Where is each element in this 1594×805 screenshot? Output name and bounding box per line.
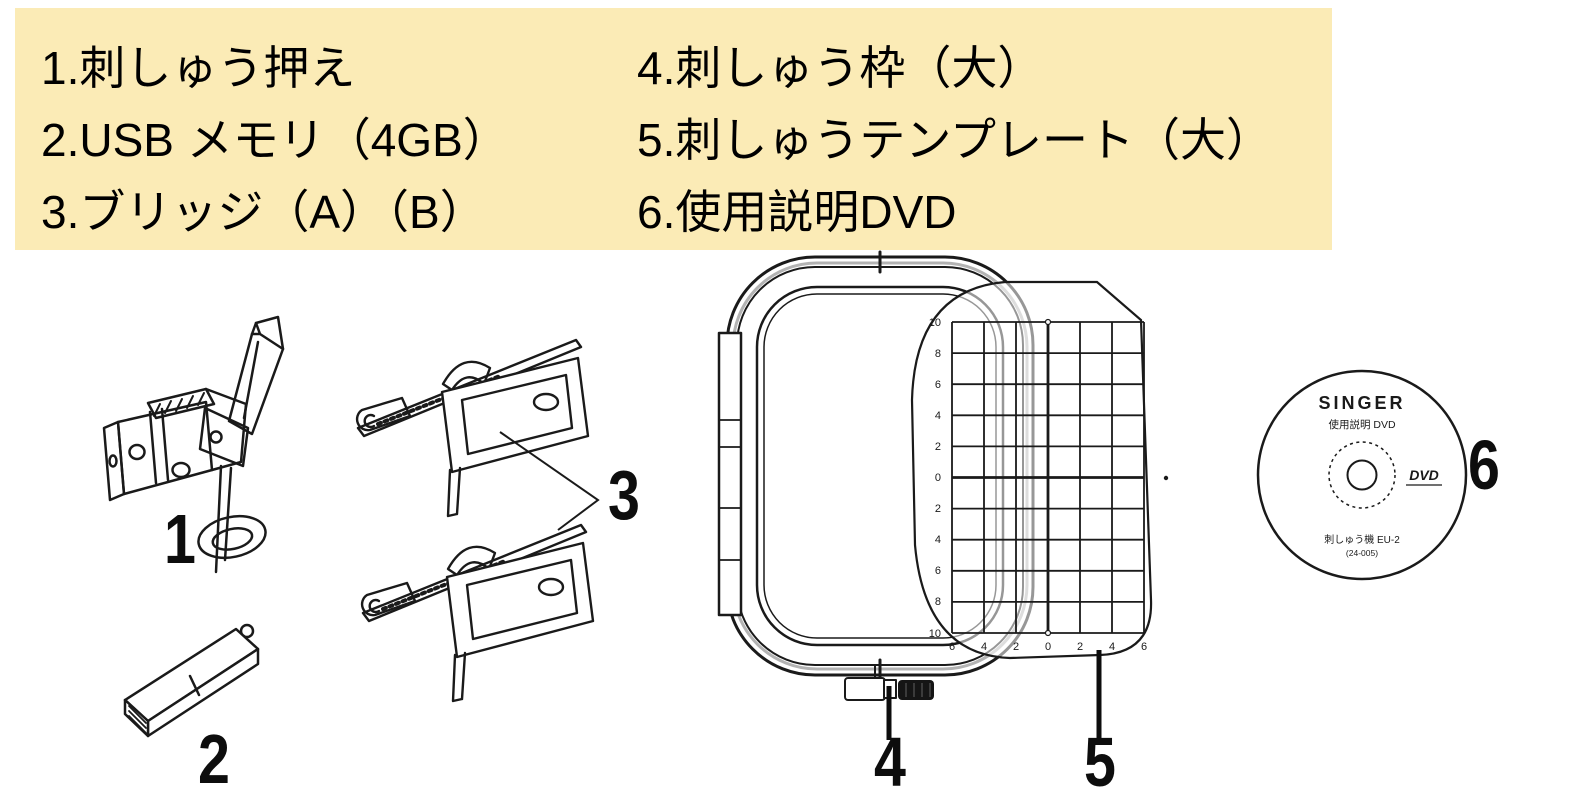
dvd-format-logo: DVD xyxy=(1409,467,1439,483)
scale-left-label: 6 xyxy=(935,379,941,391)
scale-left-label: 8 xyxy=(935,348,941,360)
embroidery-hoop-drawing xyxy=(717,250,1035,682)
scale-bottom-label: 6 xyxy=(1141,641,1147,653)
dvd-model-line2: (24-005) xyxy=(1346,548,1378,558)
accessory-legend-box: 1.刺しゅう押え 2.USB メモリ（4GB） 3.ブリッジ（A）（B） 4.刺… xyxy=(15,8,1332,250)
callout-number-4: 4 xyxy=(874,723,906,801)
legend-item-4: 4.刺しゅう枠（大） xyxy=(637,42,1044,94)
scale-bottom-label: 2 xyxy=(1077,641,1083,653)
hoop-screw-drawing xyxy=(844,664,934,701)
legend-item-2: 2.USB メモリ（4GB） xyxy=(41,114,509,166)
legend-item-1: 1.刺しゅう押え xyxy=(41,42,356,94)
template-sheet-drawing: 10 8 6 4 2 0 2 4 6 8 10 6 4 2 0 2 4 6 xyxy=(910,280,1169,660)
scale-left-label: 2 xyxy=(935,503,941,515)
template-scale-left: 10 8 6 4 2 0 2 4 6 8 10 xyxy=(929,317,941,640)
hoop-mount-bracket xyxy=(717,331,743,617)
scale-bottom-label: 4 xyxy=(1109,641,1115,653)
scale-left-label: 8 xyxy=(935,596,941,608)
callout-number-5: 5 xyxy=(1084,723,1116,801)
dvd-brand-text: SINGER xyxy=(1318,393,1405,413)
scale-bottom-label: 0 xyxy=(1045,641,1051,653)
scale-bottom-label: 2 xyxy=(1013,641,1019,653)
legend-column-right: 4.刺しゅう枠（大） 5.刺しゅうテンプレート（大） 6.使用説明DVD xyxy=(637,32,1272,248)
callout-number-1: 1 xyxy=(164,500,196,578)
legend-item-6: 6.使用説明DVD xyxy=(637,186,957,238)
usb-stick-drawing xyxy=(123,623,260,738)
scale-left-label: 2 xyxy=(935,441,941,453)
dvd-subtitle-text: 使用説明 DVD xyxy=(1328,418,1396,431)
bridge-b-drawing xyxy=(360,523,595,703)
legend-item-5: 5.刺しゅうテンプレート（大） xyxy=(637,114,1272,166)
scale-bottom-label: 4 xyxy=(981,641,987,653)
callout-number-2: 2 xyxy=(198,720,230,798)
template-scale-bottom: 6 4 2 0 2 4 6 xyxy=(949,641,1147,653)
template-sheet-outline xyxy=(910,280,1153,660)
scale-left-label: 6 xyxy=(935,565,941,577)
scale-left-label: 4 xyxy=(935,534,941,546)
presser-foot-drawing xyxy=(102,315,285,574)
scale-left-label: 4 xyxy=(935,410,941,422)
template-grid xyxy=(951,318,1169,637)
legend-column-left: 1.刺しゅう押え 2.USB メモリ（4GB） 3.ブリッジ（A）（B） xyxy=(41,32,509,248)
bridge-a-drawing xyxy=(355,338,590,518)
legend-item-3: 3.ブリッジ（A）（B） xyxy=(41,186,486,238)
scale-left-label: 10 xyxy=(929,628,941,640)
scale-left-label: 0 xyxy=(935,472,941,484)
scale-left-label: 10 xyxy=(929,317,941,329)
callout-number-3: 3 xyxy=(608,456,640,534)
dvd-model-line1: 刺しゅう機 EU-2 xyxy=(1324,533,1400,546)
dvd-disc-drawing: SINGER 使用説明 DVD DVD 刺しゅう機 EU-2 (24-005) xyxy=(1256,369,1468,581)
callout-number-6: 6 xyxy=(1468,426,1500,504)
bridge-leader-line xyxy=(499,431,600,531)
scale-bottom-label: 6 xyxy=(949,641,955,653)
